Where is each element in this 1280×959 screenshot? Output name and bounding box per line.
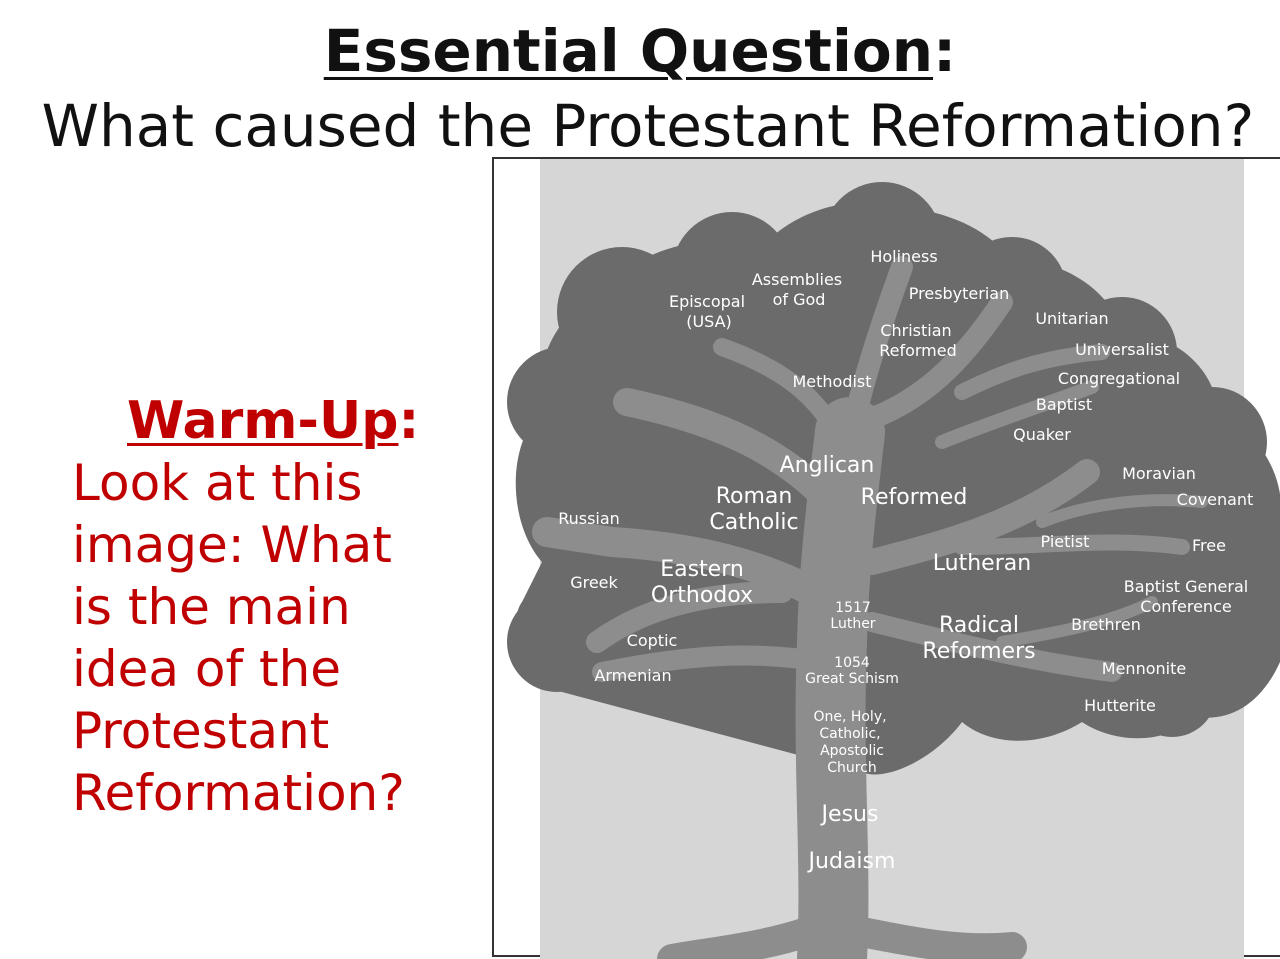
label-pietist: Pietist	[1041, 532, 1090, 551]
label-lutheran: Lutheran	[933, 551, 1031, 576]
label-1517-line-1: 1517	[835, 600, 871, 616]
label-greek: Greek	[570, 573, 618, 592]
tree-canopy-lobe	[1067, 297, 1177, 407]
warmup-line-5: Protestant	[72, 702, 330, 760]
tree-branch	[859, 459, 1100, 575]
tree-branch	[592, 645, 832, 682]
essential-question-title: Essential Question	[323, 17, 934, 85]
label-unitarian: Unitarian	[1035, 309, 1108, 328]
tree-canopy-lobe	[672, 212, 792, 332]
warmup-line-2: image: What	[72, 516, 392, 574]
warmup-line-6: Reformation?	[72, 764, 405, 822]
label-hutterite: Hutterite	[1084, 696, 1156, 715]
label-christian-reformed-line-1: Christian	[880, 321, 951, 340]
tree-diagram: Holiness Assemblies of God Episcopal (US…	[507, 159, 1280, 959]
label-judaism: Judaism	[807, 849, 896, 874]
tree-branch	[954, 534, 1190, 555]
tree-canopy-lobe	[822, 182, 942, 302]
label-christian-reformed-line-2: Reformed	[879, 341, 957, 360]
label-one-holy-line-4: Church	[827, 760, 877, 776]
label-holiness: Holiness	[870, 247, 937, 266]
label-coptic: Coptic	[627, 631, 678, 650]
tree-labels: Holiness Assemblies of God Episcopal (US…	[558, 247, 1253, 874]
warmup-line-3: is the main	[72, 578, 351, 636]
label-1054-line-2: Great Schism	[805, 671, 899, 687]
label-russian: Russian	[558, 509, 620, 528]
label-roman-catholic-line-2: Catholic	[709, 510, 798, 535]
label-assemblies-line-1: Assemblies	[752, 270, 842, 289]
tree-branch	[586, 581, 793, 653]
tree-branch	[851, 291, 1013, 433]
label-congregational: Congregational	[1058, 369, 1180, 388]
tree-canopy-lobe	[1127, 647, 1217, 737]
label-presbyterian: Presbyterian	[909, 284, 1009, 303]
tree-canopy-lobe	[507, 592, 607, 692]
essential-question-heading: Essential Question:	[0, 22, 1280, 80]
essential-question-colon: :	[933, 17, 957, 85]
label-1517-line-2: Luther	[830, 616, 875, 632]
tree-branch	[613, 388, 844, 516]
label-radical-reformers-line-2: Reformers	[922, 639, 1035, 664]
label-covenant: Covenant	[1177, 490, 1254, 509]
label-universalist: Universalist	[1075, 340, 1169, 359]
label-baptist-general-line-1: Baptist General	[1124, 577, 1248, 596]
denomination-tree-image: Holiness Assemblies of God Episcopal (US…	[492, 157, 1280, 959]
tree-branch	[532, 517, 847, 617]
label-moravian: Moravian	[1122, 464, 1196, 483]
tree-branch	[996, 596, 1158, 648]
label-one-holy-line-1: One, Holy,	[813, 709, 886, 725]
tree-canopy-lobe	[1187, 567, 1280, 677]
label-armenian: Armenian	[594, 666, 671, 685]
label-jesus: Jesus	[820, 802, 879, 827]
label-eastern-orthodox-line-2: Orthodox	[651, 583, 753, 608]
tree-branch	[954, 344, 1110, 400]
warmup-colon: :	[398, 391, 420, 451]
label-free: Free	[1192, 536, 1226, 555]
label-episcopal-line-1: Episcopal	[669, 292, 745, 311]
tree-branch	[862, 612, 1122, 682]
warmup-line-1: Look at this	[72, 454, 363, 512]
label-assemblies-line-2: of God	[773, 290, 826, 309]
label-mennonite: Mennonite	[1102, 659, 1186, 678]
tree-branch	[935, 380, 1099, 449]
label-quaker: Quaker	[1013, 425, 1071, 444]
tree-root	[847, 917, 1027, 959]
warmup-heading: Warm-Up:	[72, 390, 482, 452]
warmup-title: Warm-Up	[127, 391, 399, 451]
label-1054-line-1: 1054	[834, 655, 870, 671]
warmup-block: Warm-Up: Look at this image: What is the…	[72, 390, 482, 824]
label-episcopal-line-2: (USA)	[686, 312, 732, 331]
label-anglican: Anglican	[780, 453, 875, 478]
tree-canopy-lobe	[557, 247, 687, 377]
warmup-line-4: idea of the	[72, 640, 342, 698]
label-baptist-general-line-2: Conference	[1140, 597, 1231, 616]
label-roman-catholic-line-1: Roman	[716, 484, 793, 509]
tree-branch	[713, 338, 856, 461]
tree-canopy-lobe	[507, 347, 617, 457]
tree-branch	[1036, 494, 1208, 528]
label-one-holy-line-3: Apostolic	[820, 743, 884, 759]
label-methodist: Methodist	[792, 372, 871, 391]
label-baptist: Baptist	[1036, 395, 1092, 414]
label-one-holy-line-2: Catholic,	[819, 726, 880, 742]
label-radical-reformers-line-1: Radical	[939, 613, 1019, 638]
label-reformed: Reformed	[861, 485, 968, 510]
essential-question-text: What caused the Protestant Reformation?	[41, 92, 1255, 160]
tree-canopy-lobe	[1157, 387, 1267, 497]
label-brethren: Brethren	[1071, 615, 1141, 634]
label-eastern-orthodox-line-1: Eastern	[660, 557, 744, 582]
